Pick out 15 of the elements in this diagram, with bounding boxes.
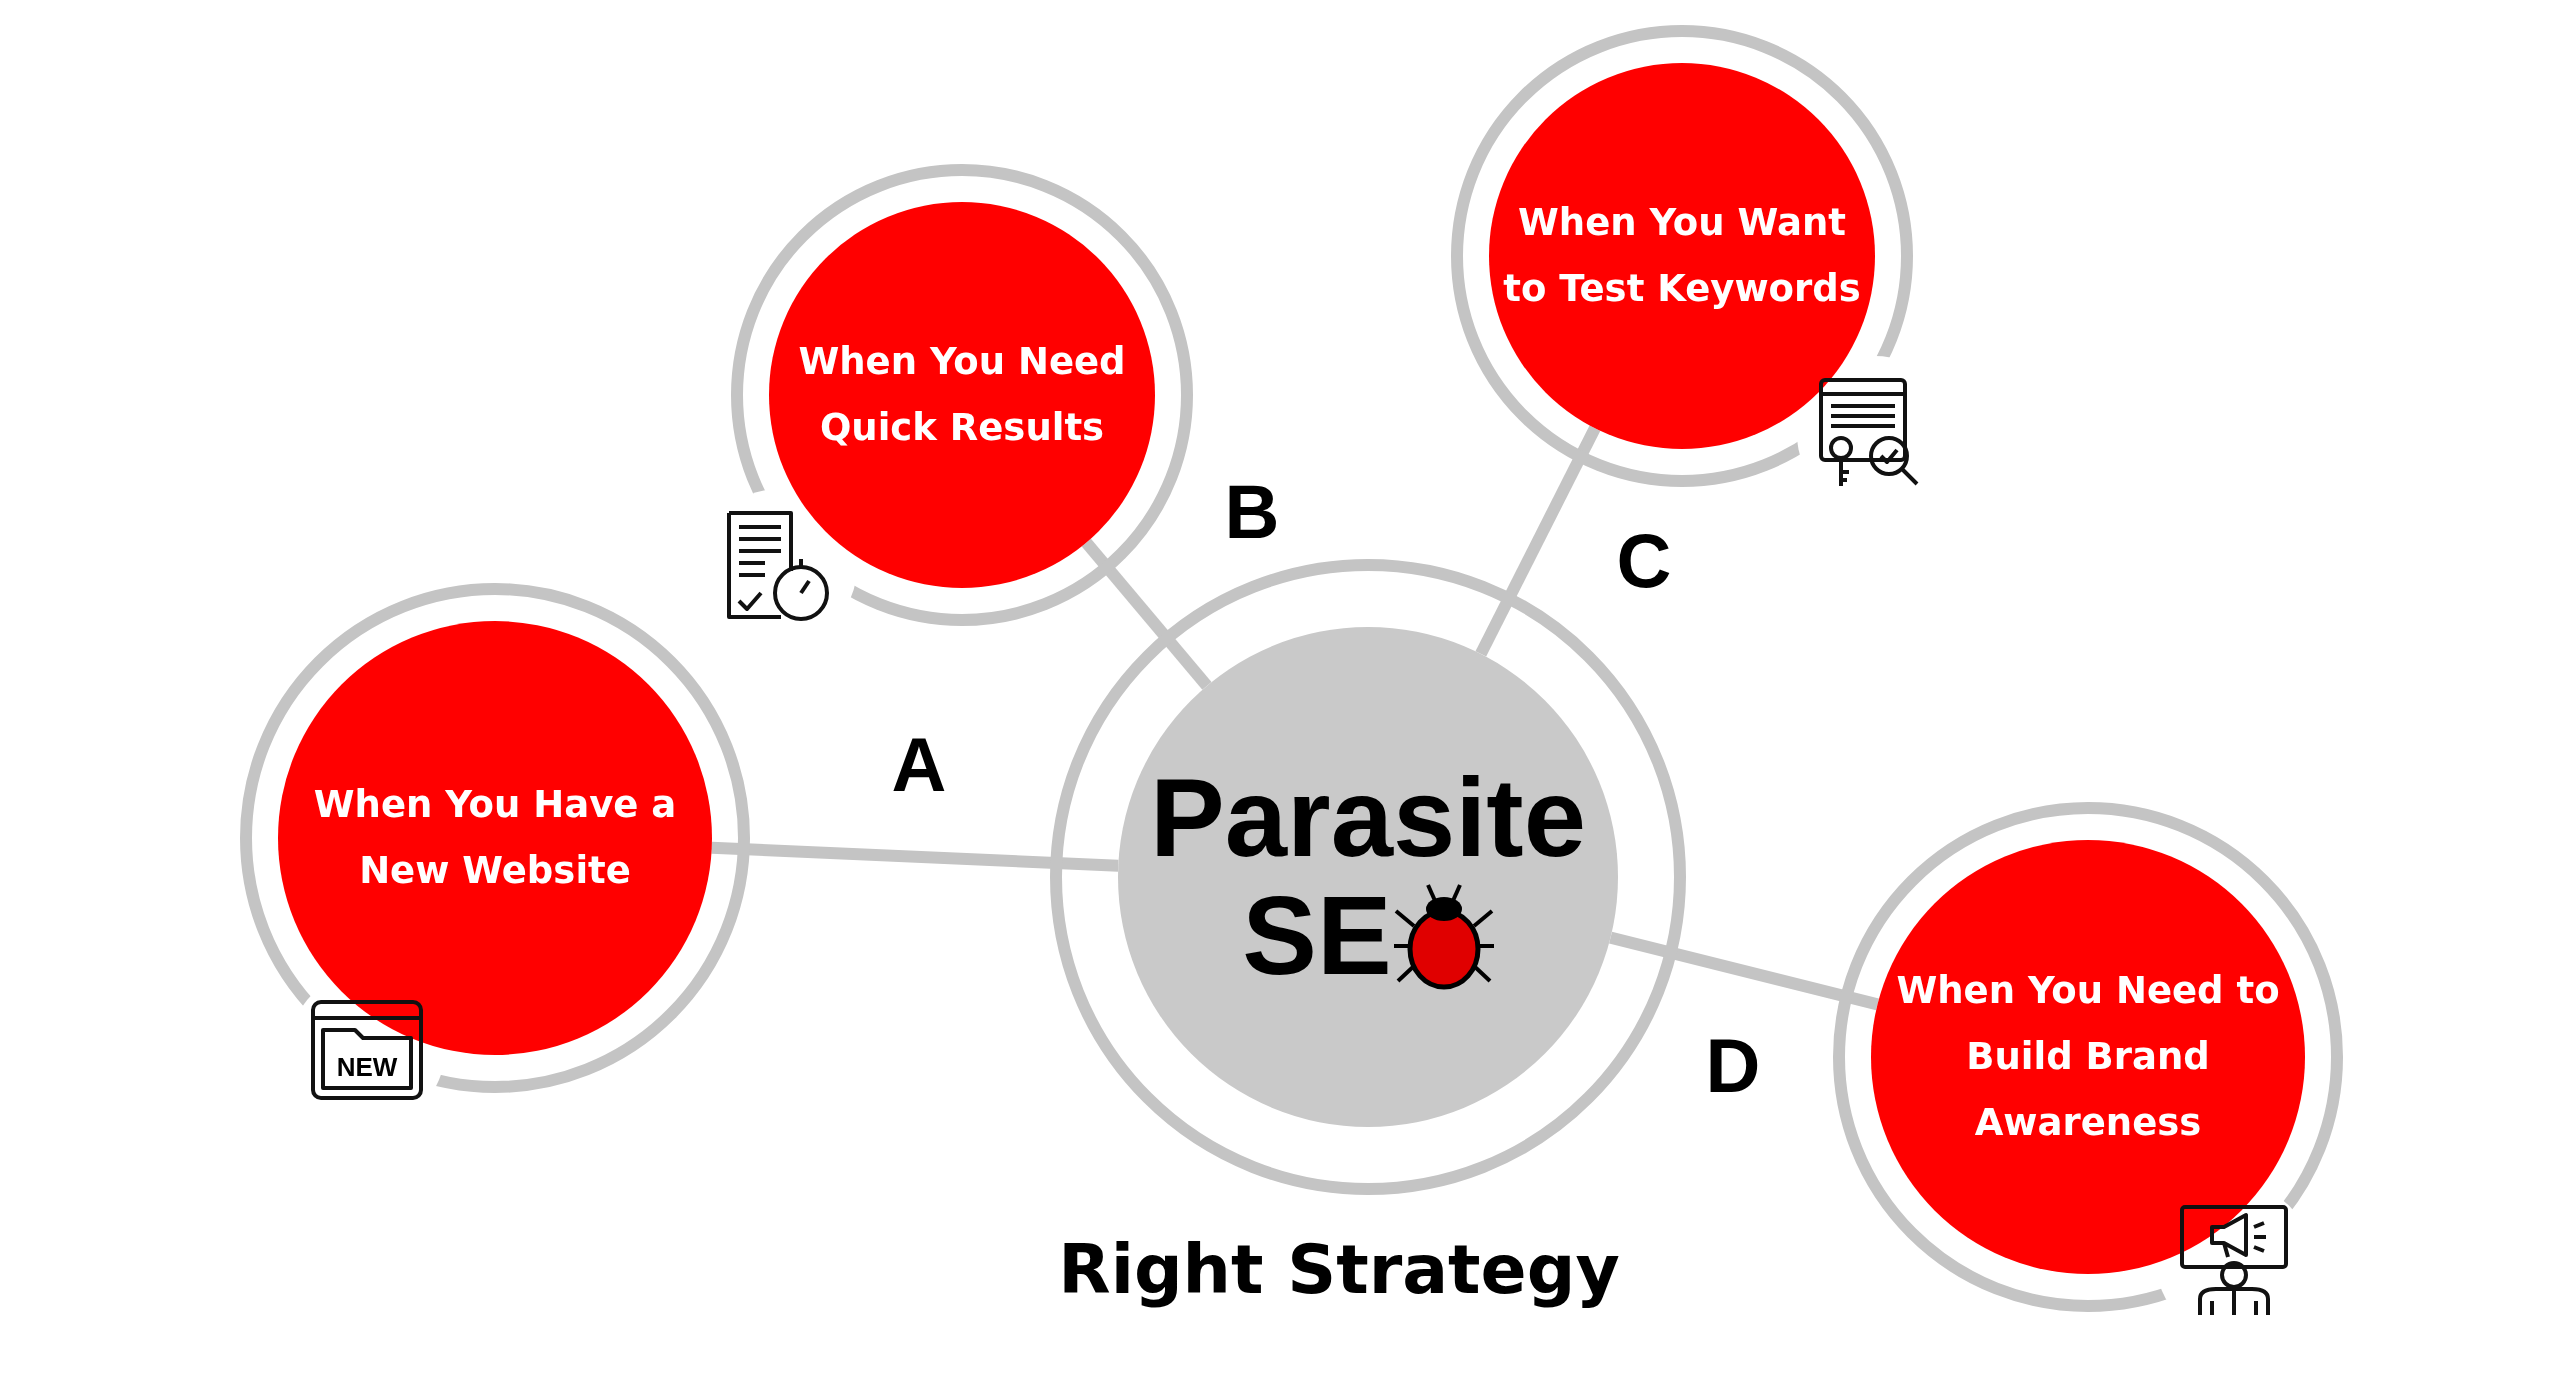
topic-text: When You Have a New Website	[312, 782, 678, 894]
branch-letter: B	[1224, 467, 1280, 555]
topic-text: When You Want to Test Keywords	[1503, 200, 1861, 312]
connector-line	[711, 841, 1119, 872]
connector-line	[1475, 425, 1601, 657]
title-text: Parasite	[1150, 759, 1586, 877]
branch-letter: A	[891, 720, 947, 808]
caption-text: Right Strategy	[1058, 1229, 1620, 1309]
connector-line	[1609, 931, 1879, 1011]
title-text: SE	[1242, 877, 1392, 995]
icon-text: NEW	[336, 1051, 398, 1083]
topic-text: When You Need to Build Brand Awareness	[1895, 968, 2281, 1146]
topic-text: When You Need Quick Results	[797, 339, 1127, 451]
branch-letter: D	[1705, 1021, 1761, 1109]
branch-letter: C	[1616, 516, 1672, 604]
